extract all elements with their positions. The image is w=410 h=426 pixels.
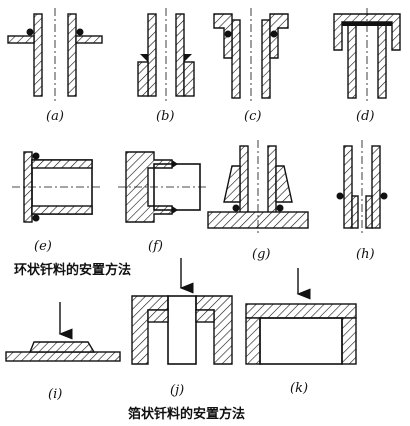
figure-d xyxy=(333,8,401,104)
figure-h xyxy=(336,140,388,236)
figure-g xyxy=(207,140,309,236)
label-f: (f) xyxy=(148,239,163,254)
label-j: (j) xyxy=(170,383,184,398)
label-e: (e) xyxy=(34,239,52,254)
figure-c xyxy=(213,8,289,104)
label-c: (c) xyxy=(244,109,261,124)
label-g: (g) xyxy=(252,247,270,262)
label-b: (b) xyxy=(156,109,174,124)
label-i: (i) xyxy=(48,387,62,402)
label-h: (h) xyxy=(356,247,375,262)
figure-k xyxy=(245,268,357,365)
figure-j xyxy=(131,258,233,365)
figure-e xyxy=(12,151,100,223)
caption-foil-solder: 箔状钎料的安置方法 xyxy=(128,406,245,422)
figure-i xyxy=(5,302,121,362)
label-a: (a) xyxy=(46,109,64,124)
figure-a xyxy=(7,8,103,102)
label-d: (d) xyxy=(356,109,374,124)
caption-ring-solder: 环状钎料的安置方法 xyxy=(14,262,131,278)
figure-f xyxy=(118,151,206,223)
figure-b xyxy=(137,8,195,102)
label-k: (k) xyxy=(290,381,308,396)
